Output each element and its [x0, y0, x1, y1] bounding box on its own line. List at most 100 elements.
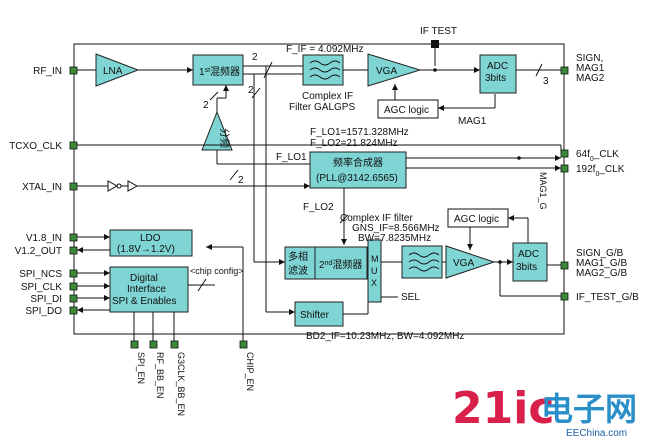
lna-block: [95, 53, 140, 87]
pin-rf-in[interactable]: [69, 66, 78, 75]
mixer2-label: 2nd混频器: [319, 258, 362, 271]
pin-rf-bb-en[interactable]: [149, 340, 158, 349]
f-if-label: F_IF = 4.092MHz: [286, 44, 364, 55]
vga2-block: [445, 245, 496, 279]
pin-mag2-g-label: MAG2_G/B: [576, 268, 627, 279]
watermark-brand: 21ic: [452, 383, 554, 434]
pin-v18-in[interactable]: [69, 233, 78, 242]
ldo-label-1: LDO: [140, 233, 161, 244]
left-pins: RF_IN TCXO_CLK XTAL_IN V1.8_IN V1.2_OUT …: [9, 66, 78, 317]
pin-if-test-label: IF TEST: [420, 26, 457, 37]
right-pins: SIGN, MAG1 MAG2 64f0_CLK 192f0_CLK SIGN_…: [560, 53, 639, 303]
shifter-label: Shifter: [300, 310, 330, 321]
pin-v12-out-label: V1.2_OUT: [15, 246, 62, 257]
lna-label: LNA: [103, 66, 123, 77]
pin-sign-g[interactable]: [560, 261, 569, 270]
watermark-cn: 电子网: [541, 390, 637, 428]
bus-label-lo1: 2: [238, 175, 244, 186]
f-lo2-label: F_LO2=21.824MHz: [310, 138, 398, 149]
lo2-tap-label: F_LO2: [303, 202, 334, 213]
f-lo1-label: F_LO1=1571.328MHz: [310, 127, 409, 138]
ldo-block: [109, 229, 193, 257]
pin-if-test-g-label: IF_TEST_G/B: [576, 292, 639, 303]
pll-block: [309, 151, 407, 189]
bd2-label: BD2_IF=10.23MHz, BW=4.092MHz: [306, 331, 464, 342]
pin-chip-en[interactable]: [239, 340, 248, 349]
mux-label-m: M: [371, 254, 379, 264]
pin-g3clk-bb-en[interactable]: [170, 340, 179, 349]
pin-if-test[interactable]: [431, 40, 439, 48]
pin-xtal-in-label: XTAL_IN: [22, 182, 62, 193]
mixer2-block: [314, 246, 368, 280]
agc-logic-1: [377, 99, 439, 119]
complex-if2-label-3: BW=7.8235MHz: [358, 233, 431, 244]
pin-spi-clk[interactable]: [69, 282, 78, 291]
pin-tcxo-clk-label: TCXO_CLK: [9, 141, 62, 152]
pin-sign-mag[interactable]: [560, 66, 569, 75]
complex-if2-label-1: Complex IF filter: [340, 213, 413, 224]
mixer1-block: [192, 54, 244, 86]
pin-spi-en-label: SPI_EN: [136, 352, 146, 384]
pin-spi-ncs-label: SPI_NCS: [19, 269, 62, 280]
mux-block: [367, 239, 382, 303]
complex-if-filter-1: [302, 54, 344, 86]
bus-label-1: 2: [252, 52, 258, 63]
pll-label-2: (PLL@3142.6565): [316, 173, 398, 184]
pin-spi-di[interactable]: [69, 294, 78, 303]
adc2-label-2: 3bits: [516, 262, 537, 273]
digital-interface-block: [109, 266, 189, 313]
pin-192f0-clk-label: 192f0_CLK: [576, 164, 625, 178]
mux-label-u: U: [371, 266, 378, 276]
pin-tcxo-clk[interactable]: [69, 141, 78, 150]
vga1-label: VGA: [376, 66, 397, 77]
complex-if-label-2: Filter GALGPS: [289, 102, 355, 113]
pin-spi-ncs[interactable]: [69, 269, 78, 278]
pin-rf-bb-en-label: RF_BB_EN: [155, 352, 165, 399]
pin-mag1-label: MAG1: [576, 63, 605, 74]
mag1-label: MAG1: [458, 116, 487, 127]
divider-label: 分频: [218, 128, 231, 148]
ldo-label-2: (1.8V→1.2V): [117, 244, 175, 255]
bus-label-2: 2: [248, 85, 254, 96]
sel-label: SEL: [401, 292, 420, 303]
adc1-label-1: ADC: [487, 61, 508, 72]
pin-mag1-g-label: MAG1_G/B: [576, 258, 627, 269]
pin-xtal-in[interactable]: [69, 182, 78, 191]
adc1-label-2: 3bits: [485, 73, 506, 84]
pin-sign-label: SIGN,: [576, 53, 603, 64]
bottom-pins: SPI_EN RF_BB_EN G3CLK_BB_EN CHIP_EN: [130, 340, 255, 416]
bus-label-3: 3: [543, 76, 549, 87]
pin-v12-out[interactable]: [69, 246, 78, 255]
watermark: 21ic 电子网 EEChina.com: [452, 383, 637, 439]
pin-rf-in-label: RF_IN: [33, 66, 62, 77]
agc-logic-1-label: AGC logic: [384, 105, 429, 116]
pin-if-test-g[interactable]: [560, 292, 569, 301]
lo1-tap-label: F_LO1: [276, 152, 307, 163]
polyphase-label-2: 滤波: [288, 264, 308, 277]
digital-label-2: Interface: [127, 284, 166, 295]
vga1-block: [367, 53, 422, 87]
pin-chip-en-label: CHIP_EN: [245, 352, 255, 391]
complex-if-filter-2: [401, 245, 443, 279]
agc-logic-2-label: AGC logic: [454, 214, 499, 225]
pin-192f0-clk[interactable]: [560, 164, 569, 173]
adc2-label-1: ADC: [518, 249, 539, 260]
watermark-url: EEChina.com: [566, 428, 627, 439]
pin-spi-clk-label: SPI_CLK: [21, 282, 62, 293]
pin-g3clk-bb-en-label: G3CLK_BB_EN: [176, 352, 186, 416]
pin-64f0-clk[interactable]: [560, 149, 569, 158]
pin-spi-do[interactable]: [69, 306, 78, 315]
complex-if-label-1: Complex IF: [302, 91, 353, 102]
pll-label-1: 频率合成器: [333, 156, 383, 169]
mux-label-x: X: [371, 278, 377, 288]
pin-spi-en[interactable]: [130, 340, 139, 349]
digital-label-3: SPI & Enables: [112, 296, 176, 307]
digital-label-1: Digital: [130, 273, 158, 284]
pin-64f0-clk-label: 64f0_CLK: [576, 149, 619, 163]
pin-spi-do-label: SPI_DO: [25, 306, 62, 317]
vga2-label: VGA: [453, 258, 474, 269]
polyphase-filter-block: [284, 246, 316, 280]
complex-if2-label-2: GNS_IF=8.566MHz: [352, 223, 440, 234]
